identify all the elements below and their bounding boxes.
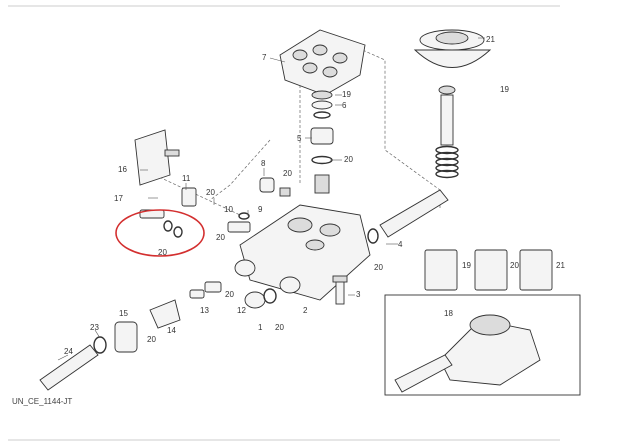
callout-6: 6 bbox=[342, 101, 347, 110]
callout-18: 18 bbox=[444, 309, 453, 318]
part-15-coupler bbox=[114, 321, 138, 353]
callout-20-h: 20 bbox=[147, 335, 156, 344]
part-13-rod bbox=[189, 289, 205, 299]
callout-13: 13 bbox=[200, 306, 209, 315]
callout-14: 14 bbox=[167, 326, 176, 335]
kit-bags bbox=[424, 249, 553, 291]
callout-2: 2 bbox=[303, 306, 308, 315]
callout-5: 5 bbox=[297, 134, 302, 143]
part-6-seal-stack bbox=[311, 90, 333, 119]
callout-1: 1 bbox=[258, 323, 263, 332]
part-4-shaft bbox=[367, 189, 449, 244]
part-18-assembled-pump-inset bbox=[384, 294, 581, 396]
callout-24: 24 bbox=[64, 347, 73, 356]
callout-20-f: 20 bbox=[275, 323, 284, 332]
callout-20-a: 20 bbox=[344, 155, 353, 164]
kit-label-20: 20 bbox=[510, 261, 519, 270]
part-11-nozzle-fitting bbox=[181, 187, 197, 207]
callout-7: 7 bbox=[262, 53, 267, 62]
part-14-nozzle bbox=[149, 299, 181, 329]
highlight-circle bbox=[115, 209, 205, 257]
part-1-plug bbox=[244, 288, 277, 309]
callout-4: 4 bbox=[398, 240, 403, 249]
callout-20-b: 20 bbox=[283, 169, 292, 178]
callout-19-seal: 19 bbox=[342, 90, 351, 99]
part-10-valve-stem bbox=[227, 212, 251, 233]
part-3-bolt bbox=[332, 275, 348, 305]
callout-12: 12 bbox=[237, 306, 246, 315]
part-22-wobble-plate bbox=[413, 29, 492, 68]
callout-17: 17 bbox=[114, 194, 123, 203]
callout-10: 10 bbox=[224, 205, 233, 214]
callout-labels: 7 21 19 19 6 5 20 16 8 20 11 20 17 10 9 … bbox=[64, 35, 565, 356]
part-24-inlet-pipe bbox=[39, 344, 99, 391]
callout-3: 3 bbox=[356, 290, 361, 299]
callout-8: 8 bbox=[261, 159, 266, 168]
part-12-spring bbox=[204, 281, 222, 293]
callout-22: 21 bbox=[486, 35, 495, 44]
part-17-check-valve bbox=[139, 209, 183, 238]
kit-label-21: 21 bbox=[556, 261, 565, 270]
callout-20-e: 20 bbox=[374, 263, 383, 272]
callout-9: 9 bbox=[258, 205, 263, 214]
part-8-plug bbox=[259, 177, 291, 197]
drawing-code-caption: UN_CE_1144-JT bbox=[12, 397, 72, 406]
callout-20-d: 20 bbox=[216, 233, 225, 242]
callout-20-g: 20 bbox=[225, 290, 234, 299]
part-16-unloader-housing bbox=[134, 129, 180, 186]
callout-23: 23 bbox=[90, 323, 99, 332]
part-23-o-ring bbox=[93, 336, 107, 354]
callout-20-c: 20 bbox=[206, 188, 215, 197]
callout-11: 11 bbox=[182, 174, 191, 183]
part-19-plunger-assembly bbox=[435, 85, 459, 179]
part-2-pump-body bbox=[234, 204, 371, 301]
leader-lines bbox=[57, 37, 485, 361]
callout-19-plunger: 19 bbox=[500, 85, 509, 94]
kit-label-19: 19 bbox=[462, 261, 471, 270]
callout-21: 20 bbox=[158, 248, 167, 257]
part-7-manifold-head bbox=[279, 29, 366, 96]
part-5-valve-cage bbox=[310, 127, 334, 194]
callout-15: 15 bbox=[119, 309, 128, 318]
callout-16: 16 bbox=[118, 165, 127, 174]
